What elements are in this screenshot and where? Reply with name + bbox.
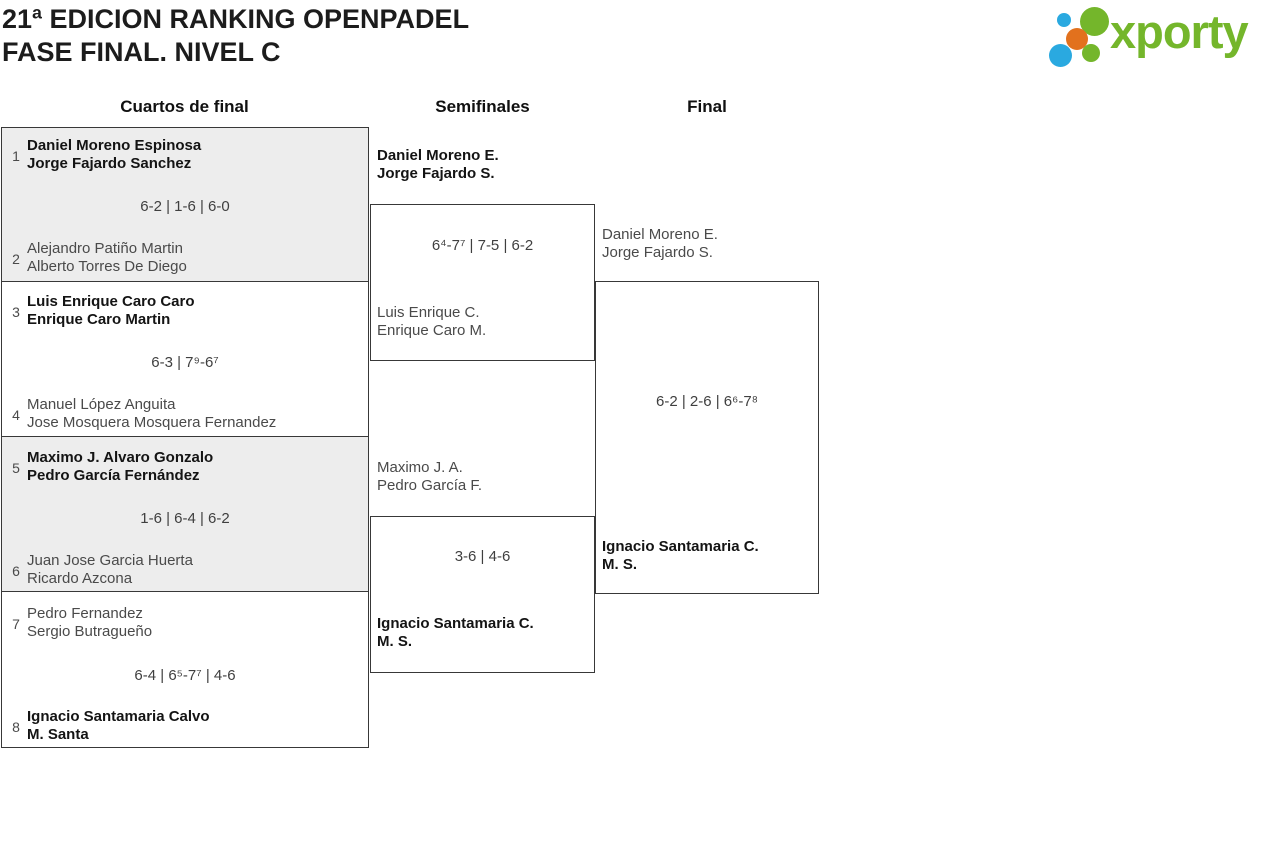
team-name-line: Manuel López Anguita	[27, 396, 176, 413]
match-score: 1-6 | 6-4 | 6-2	[140, 510, 230, 527]
round-header-final: Final	[687, 97, 727, 116]
team-name-line: Jorge Fajardo S.	[377, 165, 495, 182]
team-names: Luis Enrique Caro Caro Enrique Caro Mart…	[27, 293, 195, 329]
match-score: 3-6 | 4-6	[454, 548, 511, 565]
round-header-quarterfinals: Cuartos de final	[120, 97, 249, 116]
team-names: Manuel López Anguita Jose Mosquera Mosqu…	[27, 396, 276, 432]
seed-number: 4	[12, 407, 20, 423]
title-line-2: FASE FINAL. NIVEL C	[2, 37, 281, 67]
logo-dot-blue-large-icon	[1049, 44, 1072, 67]
team-name-line: Pedro Fernandez	[27, 605, 143, 622]
team-name-line: Enrique Caro Martin	[27, 311, 171, 328]
team-names: Alejandro Patiño Martin Alberto Torres D…	[27, 240, 187, 276]
logo-dot-green-small-icon	[1082, 44, 1100, 62]
team-name-line: Alberto Torres De Diego	[27, 258, 187, 275]
team-names: Maximo J. A. Pedro García F.	[377, 459, 482, 495]
team-name-line: M. Santa	[27, 726, 89, 743]
match-final-box	[595, 281, 819, 594]
seed-number: 7	[12, 616, 20, 632]
team-name-line: Ignacio Santamaria C.	[377, 615, 534, 632]
team-name-line: M. S.	[377, 633, 413, 650]
team-names: Daniel Moreno E. Jorge Fajardo S.	[377, 147, 499, 183]
match-score: 6-3 | 7⁹-6⁷	[151, 354, 219, 371]
seed-number: 8	[12, 719, 20, 735]
team-name-line: Daniel Moreno Espinosa	[27, 137, 202, 154]
team-name-line: Enrique Caro M.	[377, 322, 487, 339]
seed-number: 3	[12, 304, 20, 320]
team-name-line: Daniel Moreno E.	[377, 147, 499, 164]
seed-number: 6	[12, 563, 20, 579]
team-name-line: Sergio Butragueño	[27, 623, 153, 640]
team-name-line: Pedro García Fernández	[27, 467, 200, 484]
team-name-line: Juan Jose Garcia Huerta	[27, 552, 193, 569]
team-name-line: Ricardo Azcona	[27, 570, 133, 587]
seed-number: 1	[12, 148, 20, 164]
match-score: 6-4 | 6⁵-7⁷ | 4-6	[134, 667, 236, 684]
team-name-line: Maximo J. A.	[377, 459, 463, 476]
match-quarterfinal-1: 1 Daniel Moreno Espinosa Jorge Fajardo S…	[1, 127, 369, 282]
seed-number: 2	[12, 251, 20, 267]
logo-wordmark: xporty	[1110, 5, 1249, 58]
match-score: 6-2 | 1-6 | 6-0	[140, 198, 230, 215]
team-name-line: Luis Enrique Caro Caro	[27, 293, 195, 310]
team-name-line: Daniel Moreno E.	[602, 226, 718, 243]
team-name-line: Maximo J. Alvaro Gonzalo	[27, 449, 214, 466]
round-header-semifinals: Semifinales	[435, 97, 530, 116]
page-title: 21ª EDICION RANKING OPENPADEL FASE FINAL…	[2, 3, 469, 69]
title-line-1: 21ª EDICION RANKING OPENPADEL	[2, 4, 470, 34]
team-name-line: Luis Enrique C.	[377, 304, 480, 321]
match-quarterfinal-2: 3 Luis Enrique Caro Caro Enrique Caro Ma…	[1, 281, 369, 437]
team-names: Maximo J. Alvaro Gonzalo Pedro García Fe…	[27, 449, 213, 485]
match-score: 6-2 | 2-6 | 6⁶-7⁸	[655, 393, 758, 410]
team-names: Luis Enrique C. Enrique Caro M.	[377, 304, 486, 340]
team-names: Ignacio Santamaria Calvo M. Santa	[27, 708, 210, 744]
team-names: Daniel Moreno Espinosa Jorge Fajardo San…	[27, 137, 201, 173]
match-semifinal-2-box	[370, 516, 595, 673]
team-name-line: M. S.	[602, 556, 638, 573]
logo-dot-orange-icon	[1066, 28, 1088, 50]
team-names: Ignacio Santamaria C. M. S.	[377, 615, 534, 651]
team-name-line: Jose Mosquera Mosquera Fernandez	[27, 414, 277, 431]
team-names: Daniel Moreno E. Jorge Fajardo S.	[602, 226, 718, 262]
seed-number: 5	[12, 460, 20, 476]
logo-dot-blue-small-icon	[1057, 13, 1071, 27]
match-score: 6⁴-7⁷ | 7-5 | 6-2	[431, 237, 534, 254]
team-names: Ignacio Santamaria C. M. S.	[602, 538, 759, 574]
match-quarterfinal-3: 5 Maximo J. Alvaro Gonzalo Pedro García …	[1, 436, 369, 592]
team-name-line: Alejandro Patiño Martin	[27, 240, 183, 257]
team-name-line: Jorge Fajardo S.	[602, 244, 713, 261]
team-name-line: Ignacio Santamaria Calvo	[27, 708, 210, 725]
team-name-line: Ignacio Santamaria C.	[602, 538, 759, 555]
match-semifinal-1-box	[370, 204, 595, 361]
team-name-line: Jorge Fajardo Sanchez	[27, 155, 192, 172]
team-names: Juan Jose Garcia Huerta Ricardo Azcona	[27, 552, 193, 588]
match-quarterfinal-4: 7 Pedro Fernandez Sergio Butragueño 6-4 …	[1, 591, 369, 748]
xporty-logo[interactable]: xporty	[1046, 2, 1278, 74]
team-name-line: Pedro García F.	[377, 477, 483, 494]
team-names: Pedro Fernandez Sergio Butragueño	[27, 605, 152, 641]
